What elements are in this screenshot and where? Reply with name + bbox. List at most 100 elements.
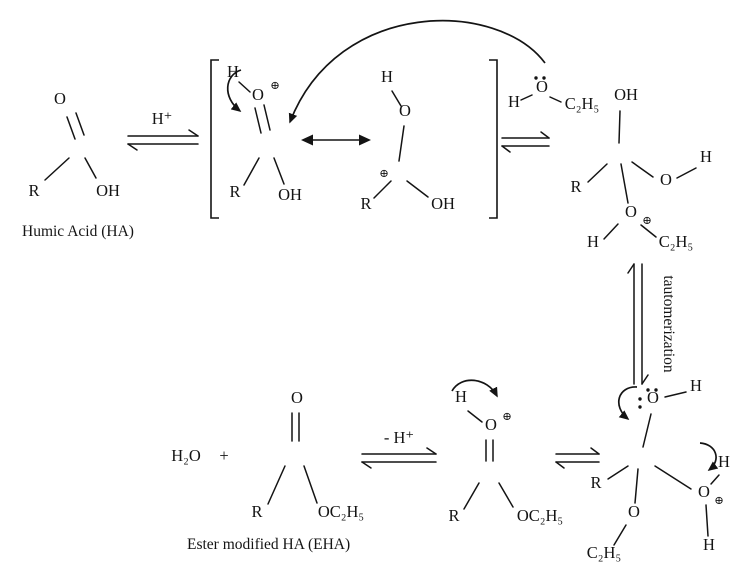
atom-oc2h5: OC₂H₅ xyxy=(318,502,364,521)
nucleophilic-attack-arrow xyxy=(288,19,546,124)
bond xyxy=(84,157,97,179)
equilibrium-arrow-dehydration xyxy=(555,447,600,469)
arrowhead-right xyxy=(359,134,371,146)
arrowhead-left xyxy=(301,134,313,146)
atom-r: R xyxy=(360,194,371,213)
atom-c2h5: C₂H₅ xyxy=(659,232,693,251)
left-bracket xyxy=(210,59,219,219)
bond xyxy=(654,465,692,490)
half-arrowhead xyxy=(501,145,511,153)
atom-oc2h5: OC₂H₅ xyxy=(517,506,563,525)
protonated-ester-structure: H O ⊕ R OC₂H₅ xyxy=(448,379,563,525)
double-bond xyxy=(263,104,271,131)
ester-product-structure: H₂O + O R OC₂H₅ Ester modified HA (EHA) xyxy=(171,388,364,553)
atom-oh: OH xyxy=(431,194,455,213)
plus-charge-symbol: ⊕ xyxy=(379,168,389,180)
plus-charge-symbol: ⊕ xyxy=(642,215,652,227)
protonated-carbonyl-structure: H O ⊕ R OH xyxy=(226,62,302,204)
electron-push-arrow xyxy=(226,69,242,113)
plus-charge-symbol: ⊕ xyxy=(502,411,512,423)
bond xyxy=(467,410,483,423)
half-arrowhead xyxy=(540,131,550,139)
tautomerization-label: tautomerization xyxy=(660,275,677,373)
bond xyxy=(587,163,608,183)
bond xyxy=(549,96,562,103)
h-plus-label: H⁺ xyxy=(152,109,173,128)
atom-h: H xyxy=(587,232,599,251)
atom-o: O xyxy=(536,77,548,96)
resonance-arrow xyxy=(301,134,371,146)
bond xyxy=(640,224,657,238)
atom-o: O xyxy=(252,85,264,104)
lone-pair-dot xyxy=(542,76,546,80)
carbocation-structure: H O ⊕ R OH xyxy=(360,67,455,213)
bond xyxy=(520,94,533,101)
bond xyxy=(634,468,639,504)
atom-oh: OH xyxy=(614,85,638,104)
atom-r: R xyxy=(251,502,262,521)
bond xyxy=(273,157,285,185)
bond xyxy=(267,465,286,505)
bond xyxy=(463,482,480,510)
half-arrowhead xyxy=(555,461,565,469)
atom-h: H xyxy=(718,452,730,471)
half-arrowhead xyxy=(627,263,635,274)
bond xyxy=(618,110,621,144)
bond xyxy=(613,524,627,546)
bond xyxy=(391,90,402,107)
bond xyxy=(705,504,709,537)
bond xyxy=(44,157,70,181)
equilibrium-arrow-addition xyxy=(501,131,550,153)
atom-o: O xyxy=(628,502,640,521)
atom-r: R xyxy=(590,473,601,492)
plus-charge-symbol: ⊕ xyxy=(270,80,280,92)
atom-oh: OH xyxy=(96,181,120,200)
equilibrium-arrow-deprotonation: - H⁺ xyxy=(361,428,437,469)
bond xyxy=(603,223,619,240)
atom-h: H xyxy=(508,92,520,111)
bond xyxy=(620,163,629,204)
water-elimination-structure: O H R O ⊕ H H O C₂H₅ xyxy=(587,376,730,562)
bond xyxy=(710,474,720,485)
lone-pair-dot xyxy=(638,405,642,409)
bond xyxy=(406,180,429,198)
right-bracket xyxy=(489,59,498,219)
leaving-group-arrow xyxy=(699,442,719,472)
bond xyxy=(398,125,405,162)
lone-pair-dot xyxy=(646,388,650,392)
lone-pair-dot xyxy=(534,76,538,80)
atom-h: H xyxy=(381,67,393,86)
electron-push-arrow xyxy=(617,386,638,421)
atom-h: H xyxy=(690,376,702,395)
deprotonation-arrow xyxy=(451,379,498,398)
minus-h-plus-label: - H⁺ xyxy=(384,428,414,447)
h2o-label: H₂O xyxy=(171,446,201,465)
bond xyxy=(238,81,251,93)
plus-sign: + xyxy=(219,446,228,465)
equilibrium-arrow-protonation: H⁺ xyxy=(127,109,199,151)
half-arrowhead xyxy=(590,447,600,455)
atom-o: O xyxy=(485,415,497,434)
atom-o: O xyxy=(291,388,303,407)
double-bond xyxy=(254,107,262,134)
atom-o: O xyxy=(399,101,411,120)
bond xyxy=(631,161,654,178)
bond xyxy=(642,413,652,448)
tetrahedral-intermediate-structure: OH R O H O ⊕ H C₂H₅ xyxy=(570,85,712,251)
eha-caption: Ester modified HA (EHA) xyxy=(187,536,350,553)
half-arrowhead xyxy=(641,374,649,385)
bond xyxy=(676,167,697,179)
half-arrowhead xyxy=(426,447,437,455)
double-bond xyxy=(75,112,85,136)
half-arrowhead xyxy=(361,461,372,469)
tautomerization-equilibrium: tautomerization xyxy=(627,263,677,385)
humic-acid-caption: Humic Acid (HA) xyxy=(22,223,134,240)
half-arrowhead xyxy=(127,143,138,151)
bond xyxy=(664,391,687,398)
half-arrowhead xyxy=(188,129,199,137)
atom-r: R xyxy=(448,506,459,525)
atom-o: O xyxy=(698,482,710,501)
atom-c2h5: C₂H₅ xyxy=(565,94,599,113)
bond xyxy=(498,482,514,508)
